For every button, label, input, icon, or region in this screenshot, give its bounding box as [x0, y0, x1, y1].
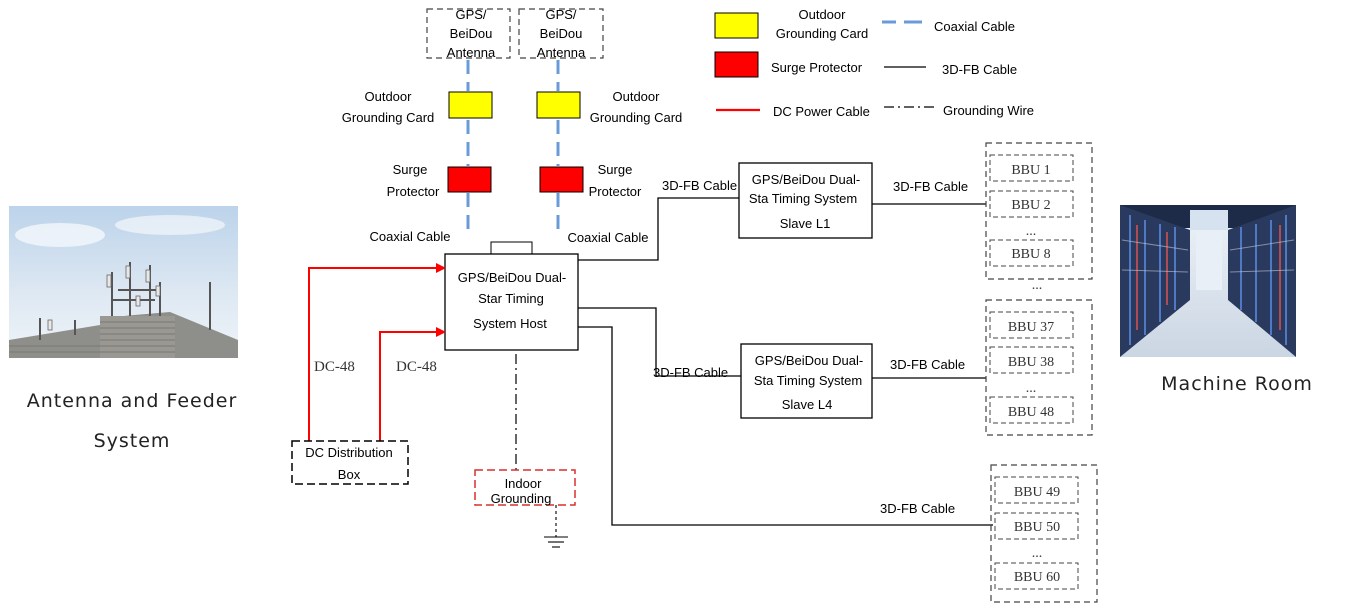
dc-right-label: DC-48 [396, 359, 437, 375]
bbu-37-label: BBU 37 [1008, 320, 1054, 335]
antenna-left-line3: Antenna [447, 45, 496, 60]
left-surge-label-line1: Surge [393, 162, 428, 177]
antenna-feeder-photo [9, 206, 238, 358]
indoor-grounding-box [474, 469, 576, 506]
bbu-between-ellipsis: ... [1032, 278, 1043, 293]
antenna-right-line2: BeiDou [540, 26, 583, 41]
right-grounding-label-line1: Outdoor [613, 89, 661, 104]
legend-fb-label: 3D-FB Cable [942, 62, 1017, 77]
bbu-group-2: BBU 37 BBU 38 ... BBU 48 [985, 299, 1093, 436]
dc-power-cables [308, 267, 440, 441]
legend-grounding-wire-label: Grounding Wire [943, 103, 1034, 118]
left-grounding-label-line2: Grounding Card [342, 110, 435, 125]
fb-cables [578, 197, 993, 526]
ground-symbol [544, 505, 568, 548]
host-connector [490, 241, 533, 255]
bbu-group-3: BBU 49 BBU 50 ... BBU 60 [990, 464, 1098, 603]
cable-host-to-l4-label: 3D-FB Cable [653, 365, 728, 380]
grounding-card-right [536, 91, 581, 119]
slave-l4-line1: GPS/BeiDou Dual- [755, 353, 863, 368]
machine-room-photo [1120, 205, 1296, 357]
slave-l4 [740, 343, 873, 419]
antenna-left-line1: GPS/ [455, 7, 486, 22]
cable-host-to-bbu50-label: 3D-FB Cable [880, 501, 955, 516]
antenna-right-line3: Antenna [537, 45, 586, 60]
legend-grounding-card-swatch [714, 12, 759, 39]
slave-l1-line3: Slave L1 [780, 216, 831, 231]
surge-protector-right [539, 166, 584, 193]
legend-coaxial-label: Coaxial Cable [934, 19, 1015, 34]
antenna-right: GPS/ BeiDou Antenna [518, 7, 604, 60]
legend-dc-power-label: DC Power Cable [773, 104, 870, 119]
caption-antenna-feeder-line2: System [94, 430, 171, 452]
cable-host-to-l1-label: 3D-FB Cable [662, 178, 737, 193]
bbu-60-label: BBU 60 [1014, 570, 1060, 585]
right-grounding-label-line2: Grounding Card [590, 110, 683, 125]
slave-l1-line2: Sta Timing System [749, 191, 857, 206]
left-surge-label-line2: Protector [387, 184, 440, 199]
legend-grounding-card-line2: Grounding Card [776, 26, 869, 41]
bbu-group3-ellipsis: ... [1032, 546, 1043, 561]
slave-l1 [738, 162, 873, 239]
right-surge-label-line1: Surge [598, 162, 633, 177]
bbu-group-1: BBU 1 BBU 2 ... BBU 8 [985, 142, 1093, 280]
host-label-line2: Star Timing [478, 291, 544, 306]
right-surge-label-line2: Protector [589, 184, 642, 199]
caption-machine-room: Machine Room [1161, 373, 1313, 395]
bbu-49-label: BBU 49 [1014, 485, 1060, 500]
timing-system-host [444, 253, 579, 351]
caption-antenna-feeder-line1: Antenna and Feeder [27, 390, 238, 412]
dc-distribution-box [291, 440, 409, 485]
antenna-left-line2: BeiDou [450, 26, 493, 41]
legend-surge-protector-label: Surge Protector [771, 60, 863, 75]
slave-l4-line3: Slave L4 [782, 397, 833, 412]
legend: Outdoor Grounding Card Surge Protector D… [714, 7, 1034, 119]
legend-grounding-card-line1: Outdoor [799, 7, 847, 22]
cable-l4-to-bbu-label: 3D-FB Cable [890, 357, 965, 372]
bbu-group2-ellipsis: ... [1026, 381, 1037, 396]
bbu-38-label: BBU 38 [1008, 355, 1054, 370]
coaxial-cables [466, 60, 560, 232]
dc-arrow-lower [436, 327, 446, 337]
host-label-line3: System Host [473, 316, 547, 331]
grounding-card-left [448, 91, 493, 119]
antenna-left: GPS/ BeiDou Antenna [426, 7, 511, 60]
indoor-grounding-line1: Indoor [505, 476, 543, 491]
indoor-grounding-line2: Grounding [491, 491, 552, 506]
dc-left-label: DC-48 [314, 359, 355, 375]
antenna-right-line1: GPS/ [545, 7, 576, 22]
bbu-1-label: BBU 1 [1011, 163, 1050, 178]
bbu-48-label: BBU 48 [1008, 405, 1054, 420]
dc-arrow-upper [436, 263, 446, 273]
left-grounding-label-line1: Outdoor [365, 89, 413, 104]
legend-surge-protector-swatch [714, 51, 759, 78]
left-coax-label: Coaxial Cable [370, 229, 451, 244]
bbu-8-label: BBU 8 [1011, 247, 1050, 262]
bbu-2-label: BBU 2 [1011, 198, 1050, 213]
slave-l4-line2: Sta Timing System [754, 373, 862, 388]
cable-l1-to-bbu-label: 3D-FB Cable [893, 179, 968, 194]
right-coax-label: Coaxial Cable [568, 230, 649, 245]
slave-l1-line1: GPS/BeiDou Dual- [752, 172, 860, 187]
bbu-group1-ellipsis: ... [1026, 224, 1037, 239]
bbu-50-label: BBU 50 [1014, 520, 1060, 535]
surge-protector-left [447, 166, 492, 193]
dc-box-line1: DC Distribution [305, 445, 392, 460]
host-label-line1: GPS/BeiDou Dual- [458, 270, 566, 285]
dc-box-line2: Box [338, 467, 361, 482]
